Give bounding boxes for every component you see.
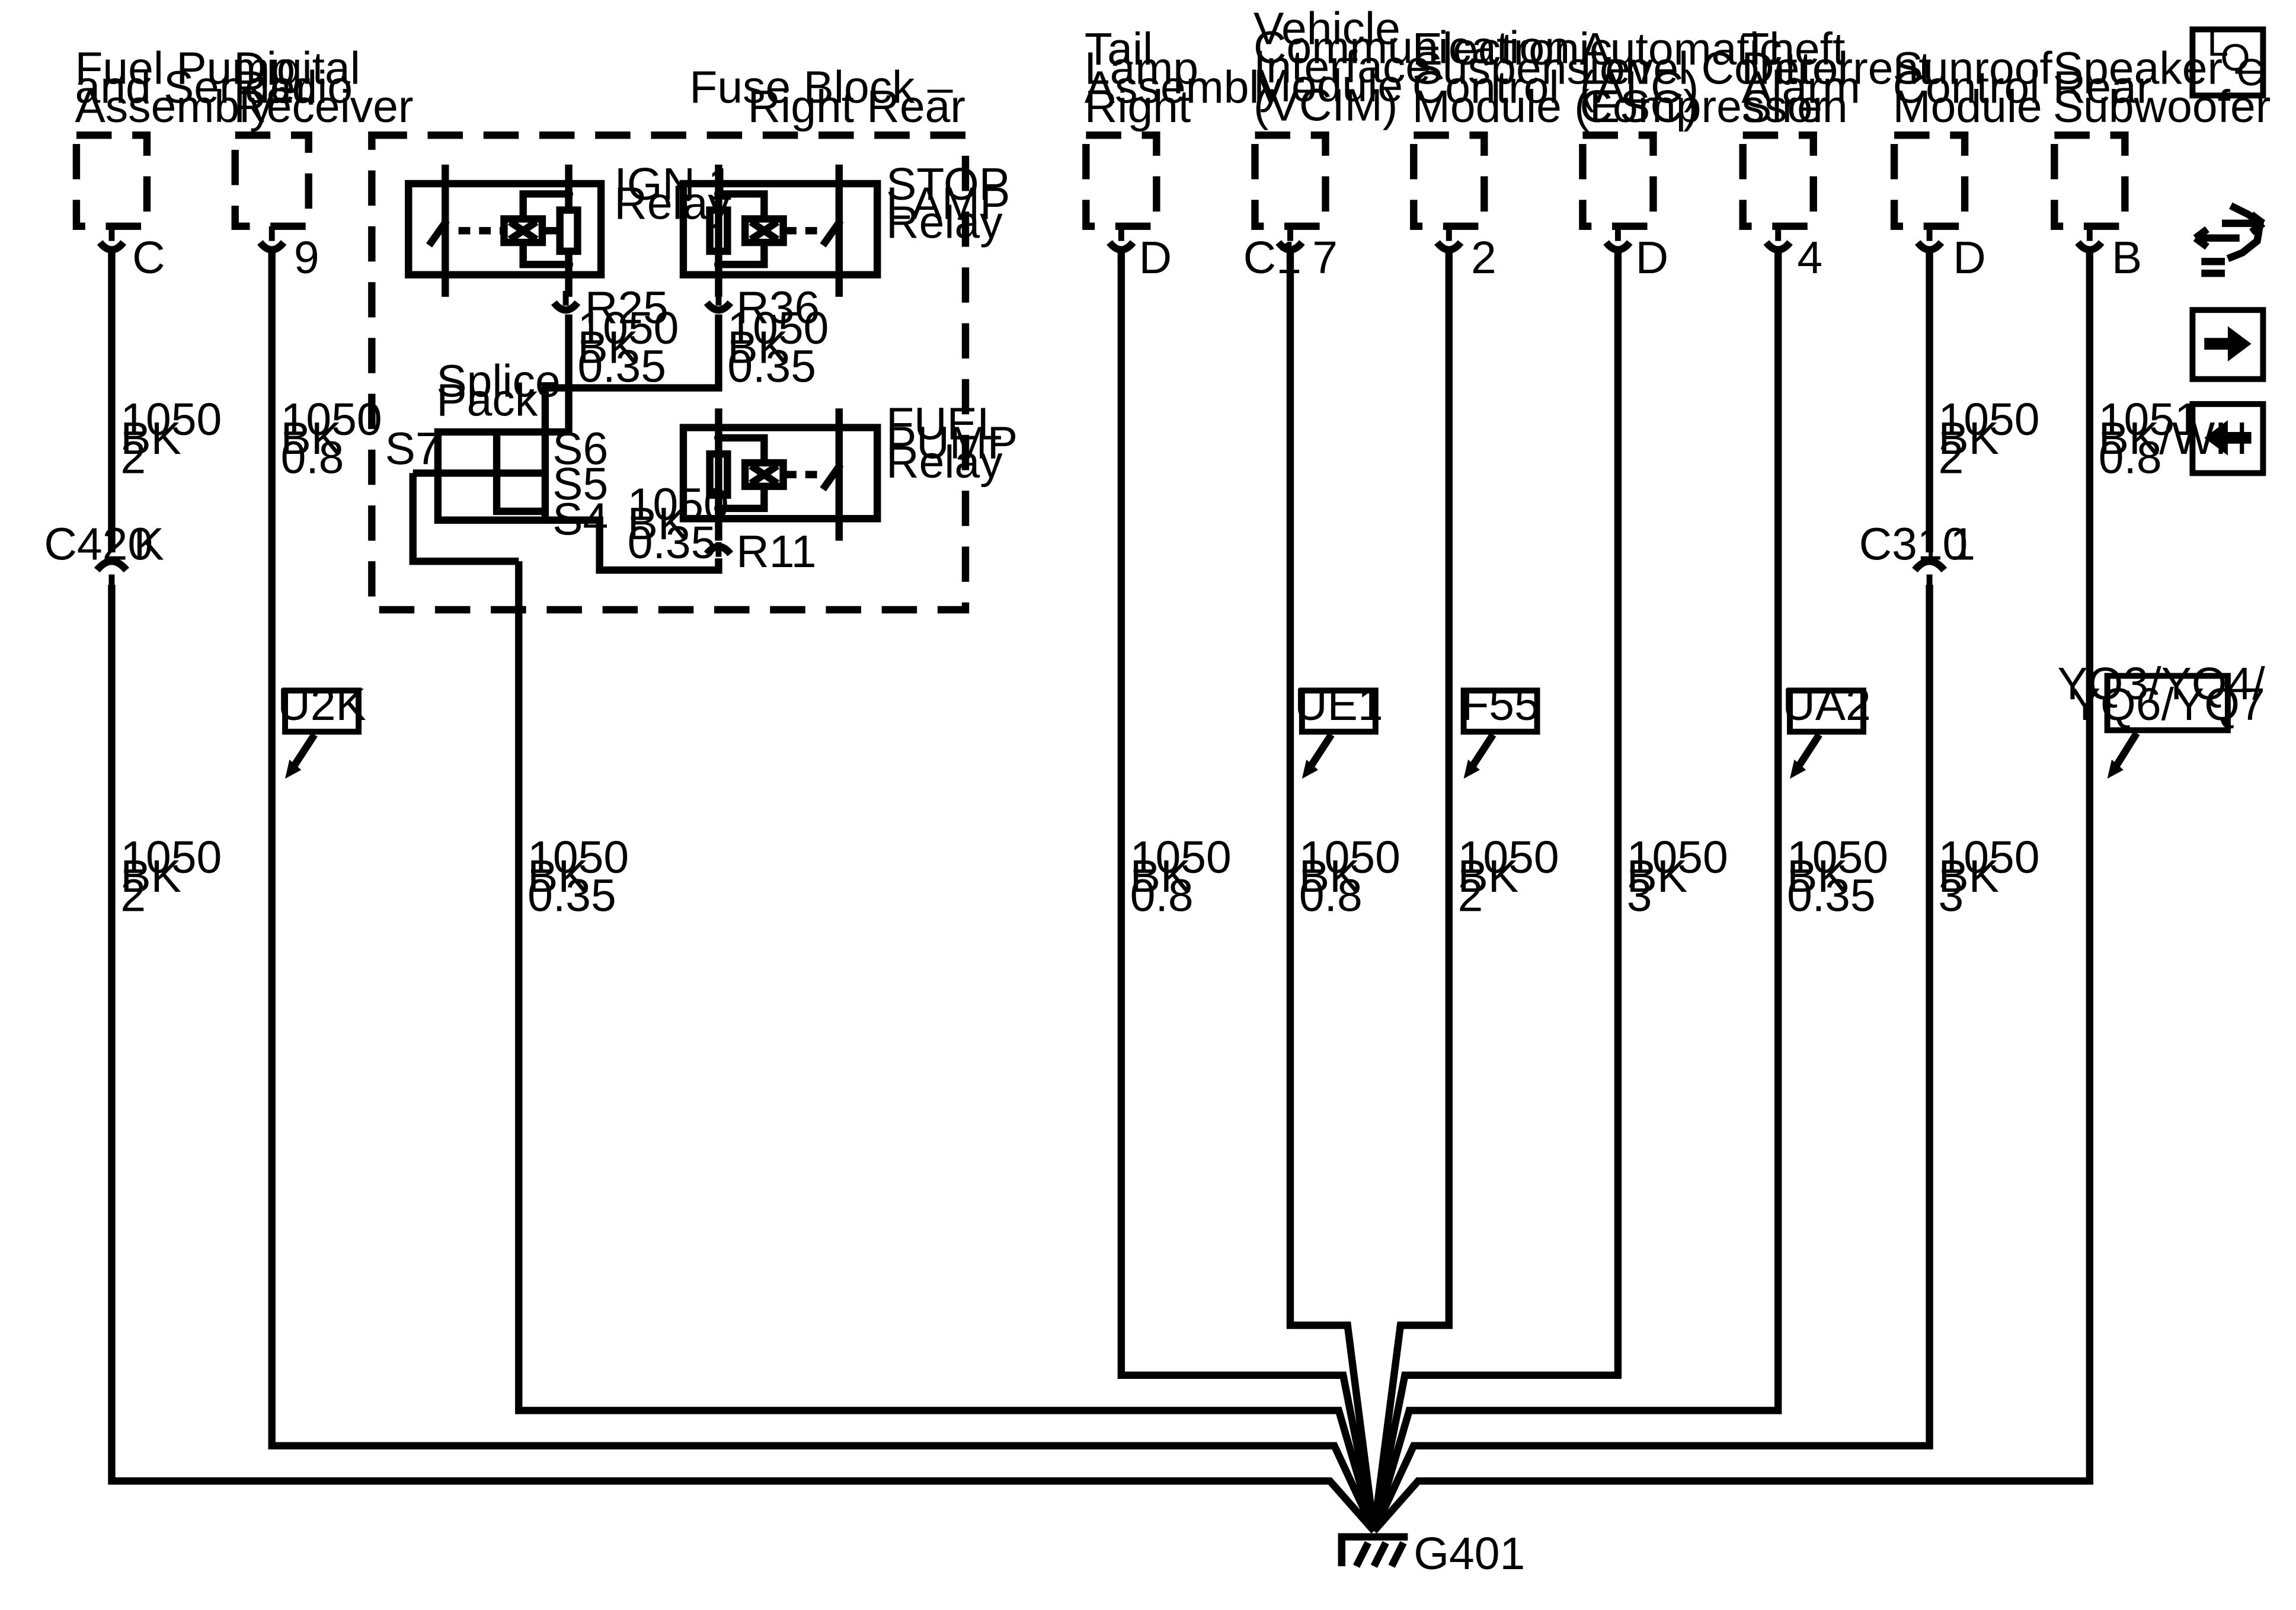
esc-pin: 2: [1471, 232, 1496, 283]
wire-label-theft-bottom: 1050 BK 0.35: [1787, 832, 1901, 921]
esc-label: Electronic Suspension Control Module (ES…: [1412, 24, 1699, 132]
splice-s5: S5: [552, 459, 608, 510]
option-flag-f55: [1460, 687, 1540, 779]
sunroof-pin: D: [1953, 232, 1986, 283]
vcim-label: Vehicle Communication Interface Module (…: [1253, 3, 1582, 130]
wire-label-r11: 1050 BK 0.35: [628, 479, 741, 568]
option-u2k-text: U2K: [277, 679, 366, 730]
theft-siren-pin: 4: [1797, 232, 1822, 283]
wire-label-vcim-bottom: 1050 BK 0.8: [1299, 832, 1413, 921]
wire-label-radio-top: 1050 BK 0.8: [281, 394, 395, 483]
arrow-right-icon: [2204, 326, 2252, 361]
terminal-r36: R36: [736, 282, 820, 333]
splice-s7: S7: [385, 424, 441, 475]
stop-lamp-relay: [679, 164, 881, 297]
tail-lamp-pin: D: [1139, 232, 1172, 283]
theft-siren-label: Theft Deterrent Alarm Siren: [1741, 24, 1944, 132]
option-f55-text: F55: [1461, 679, 1539, 730]
terminal-r25: R25: [585, 282, 669, 333]
c310-pin: 1: [1950, 519, 1975, 570]
option-flag-ue1: [1299, 687, 1379, 779]
ground-wires: [108, 249, 2094, 1534]
wire-label-tail-bottom: 1050 BK 0.8: [1130, 832, 1244, 921]
connector-info-icon[interactable]: [2193, 202, 2266, 277]
c420-label: C420: [44, 519, 153, 570]
loc-letter-c: C: [2237, 51, 2265, 94]
theft-siren-box: [1739, 131, 1817, 231]
option-flag-u2k: [282, 687, 362, 779]
wire-label-esc-bottom: 1050 BK 2: [1458, 832, 1572, 921]
speaker-label: Speaker – Rear Subwoofer: [2053, 43, 2273, 132]
fuel-pump-box: [72, 131, 151, 231]
fuel-pump-relay-label: FUEL PUMP Relay: [886, 398, 1030, 487]
digital-radio-pin: 9: [294, 232, 319, 283]
ground-g401-label: G401: [1414, 1528, 1525, 1579]
speaker-box: [2051, 131, 2129, 231]
arrow-left-icon: [2204, 420, 2252, 456]
wire-label-fuel-top: 1050 BK 2: [120, 394, 234, 483]
wire-label-r25: 1050 BK 0.35: [577, 303, 691, 392]
next-page-button[interactable]: [2189, 307, 2266, 382]
stop-lamp-relay-label: STOP LAMP Relay: [886, 159, 1023, 248]
splice-pack-label: Splice Pack: [436, 356, 573, 425]
alc-pin: D: [1636, 232, 1669, 283]
digital-radio-box: [231, 131, 312, 231]
digital-radio-label: Digital Radio Receiver: [234, 43, 413, 132]
alc-box: [1579, 131, 1657, 231]
fuel-pump-pin: C: [132, 232, 165, 283]
c420-connector: [94, 558, 129, 590]
tail-lamp-box: [1082, 131, 1160, 231]
splice-s4: S4: [552, 494, 608, 545]
ign1-relay: [405, 164, 605, 297]
c420-pin: K: [134, 519, 164, 570]
fuse-block-label: Fuse Block – Right Rear: [689, 62, 965, 132]
alc-label: Automatic Level Control (ALC) Compressor: [1579, 24, 1860, 132]
tail-lamp-label: Tail Lamp Assembly – Right: [1085, 24, 1333, 132]
splice-pack: [409, 314, 722, 574]
fuse-terminals: [551, 290, 734, 557]
vcim-box: [1251, 131, 1329, 231]
previous-page-button[interactable]: [2189, 401, 2266, 476]
vcim-pin: 7: [1312, 232, 1338, 283]
esc-box: [1410, 131, 1488, 231]
option-yq-text: YQ3/YQ4/ YQ6/YQ7: [2057, 658, 2278, 730]
sunroof-box: [1890, 131, 1969, 231]
ground-g401-symbol: [1338, 1533, 1408, 1568]
fuel-pump-relay: [679, 408, 881, 541]
c310-connector: [1912, 558, 1948, 590]
wire-label-alc-bottom: 1050 BK 3: [1627, 832, 1741, 921]
wire-label-r36: 1050 BK 0.35: [727, 303, 841, 392]
option-ua2-text: UA2: [1782, 679, 1871, 730]
wire-label-sunroof-bottom: 1050 BK 3: [1938, 832, 2052, 921]
loc-letter-l: L: [2207, 21, 2228, 64]
speaker-pin: B: [2112, 232, 2142, 283]
location-button[interactable]: L O C: [2189, 21, 2266, 99]
option-ue1-text: UE1: [1294, 679, 1383, 730]
sunroof-label: Sunroof Control Module: [1893, 43, 2065, 132]
fuel-pump-label: Fuel Pump and Sender Assembly: [75, 43, 323, 132]
fuse-block-box: [368, 131, 970, 614]
terminal-r11: R11: [736, 526, 816, 577]
option-flag-yq: [2104, 673, 2231, 779]
splice-s6: S6: [552, 424, 608, 475]
wire-label-sunroof-top: 1050 BK 2: [1938, 394, 2052, 483]
loc-letter-o: O: [2221, 36, 2250, 79]
wire-label-fuse-bottom: 1050 BK 0.35: [527, 832, 641, 921]
wire-label-fuel-bottom: 1050 BK 2: [120, 832, 234, 921]
c310-label: C310: [1859, 519, 1968, 570]
option-flag-ua2: [1787, 687, 1866, 779]
